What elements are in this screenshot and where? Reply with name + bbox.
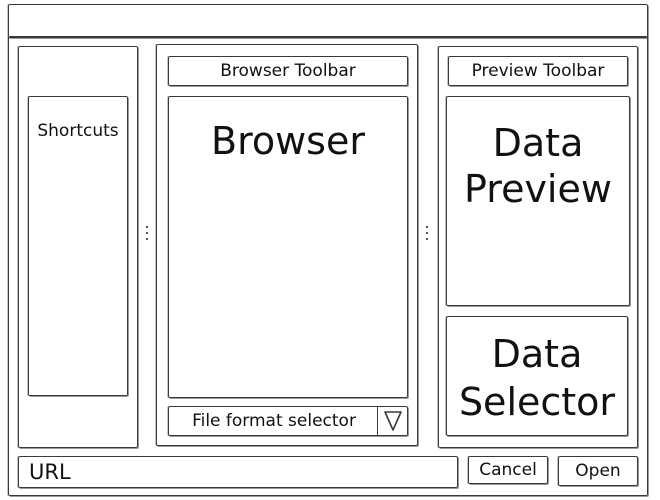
browser-toolbar[interactable]: Browser Toolbar — [168, 56, 408, 86]
cancel-button-label: Cancel — [479, 460, 537, 480]
preview-toolbar-label: Preview Toolbar — [471, 61, 605, 81]
shortcuts-label: Shortcuts — [37, 121, 119, 141]
data-preview-label-line2: Preview — [464, 166, 612, 211]
data-selector-label-line2: Selector — [458, 379, 616, 424]
preview-toolbar[interactable]: Preview Toolbar — [448, 56, 628, 86]
shortcuts-panel[interactable]: Shortcuts — [28, 96, 128, 396]
open-button-label: Open — [575, 461, 621, 481]
browser-label: Browser — [211, 119, 365, 163]
window-title-bar[interactable] — [8, 4, 648, 38]
data-selector-label-line1: Data — [491, 332, 583, 376]
url-input[interactable]: URL — [18, 456, 458, 488]
file-format-selector[interactable]: File format selector — [168, 406, 408, 436]
left-splitter-handle[interactable] — [144, 226, 150, 244]
data-selector-label: Data Selector — [447, 331, 627, 426]
splitter-dot — [146, 226, 148, 228]
url-input-value: URL — [29, 460, 71, 484]
browser-toolbar-label: Browser Toolbar — [220, 61, 356, 81]
file-format-selector-label: File format selector — [192, 411, 356, 431]
right-splitter-handle[interactable] — [424, 226, 430, 244]
cancel-button[interactable]: Cancel — [468, 456, 548, 484]
preview-pane — [438, 46, 638, 448]
data-preview-label: Data Preview — [447, 121, 629, 212]
file-dialog-window — [8, 36, 648, 496]
data-preview-label-line1: Data — [492, 121, 584, 165]
triangle-down-icon[interactable] — [377, 406, 407, 436]
data-selector-panel[interactable]: Data Selector — [446, 316, 628, 436]
browser-pane — [156, 44, 418, 446]
open-button[interactable]: Open — [558, 456, 638, 486]
splitter-dot — [146, 238, 148, 240]
data-preview-panel[interactable]: Data Preview — [446, 96, 630, 306]
splitter-dot — [426, 238, 428, 240]
shortcuts-pane — [18, 46, 138, 448]
splitter-dot — [146, 232, 148, 234]
splitter-dot — [426, 232, 428, 234]
splitter-dot — [426, 226, 428, 228]
browser-view[interactable]: Browser — [168, 96, 408, 398]
